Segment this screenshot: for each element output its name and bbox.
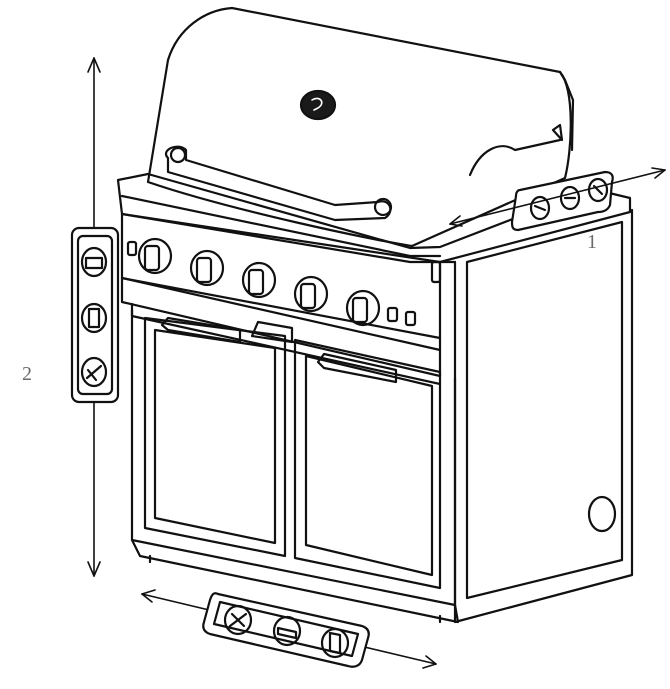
side-vent-hole [587,495,617,533]
panel-side-light [430,260,442,284]
knob [293,275,329,313]
control-panel-trim [120,276,442,340]
hood-side [468,138,562,177]
hood-handle [165,145,392,222]
level-gauge-icon [202,592,370,668]
door-left-handle [160,316,242,344]
rim-inner [120,194,442,258]
panel-button [126,240,138,257]
door-left-inner [153,328,277,545]
hood-emblem [299,89,337,121]
cabinet-base [130,538,460,624]
hood-back-edge [558,70,575,152]
door-center-latch [250,320,294,344]
level-gauge-icon [70,226,120,404]
cabinet-door-right [293,338,442,590]
knob [241,261,277,299]
panel-button [404,310,417,327]
label-2: 2 [22,363,32,385]
cabinet-base-kick [148,554,442,624]
door-right-inner [304,354,434,577]
cabinet-front [130,308,457,607]
apron-bar [120,276,442,378]
knob [137,237,173,275]
knob [345,289,381,327]
door-right-handle [316,352,398,384]
hood-hinge [551,123,564,142]
grill-icon [116,6,634,624]
hood-emblem-glyph [311,97,323,111]
cabinet-side-panel [465,220,624,600]
cabinet-side [453,208,634,624]
gauge-2-body [70,226,120,404]
grill-hood [146,6,572,248]
handle-post-left [169,146,187,164]
knob [189,249,225,287]
label-1: 1 [587,231,597,253]
panel-button [386,306,399,323]
handle-post-right [373,197,393,217]
double-arrow-icon [449,167,666,227]
level-gauge-icon [510,170,614,232]
body-top-rim [116,172,632,264]
